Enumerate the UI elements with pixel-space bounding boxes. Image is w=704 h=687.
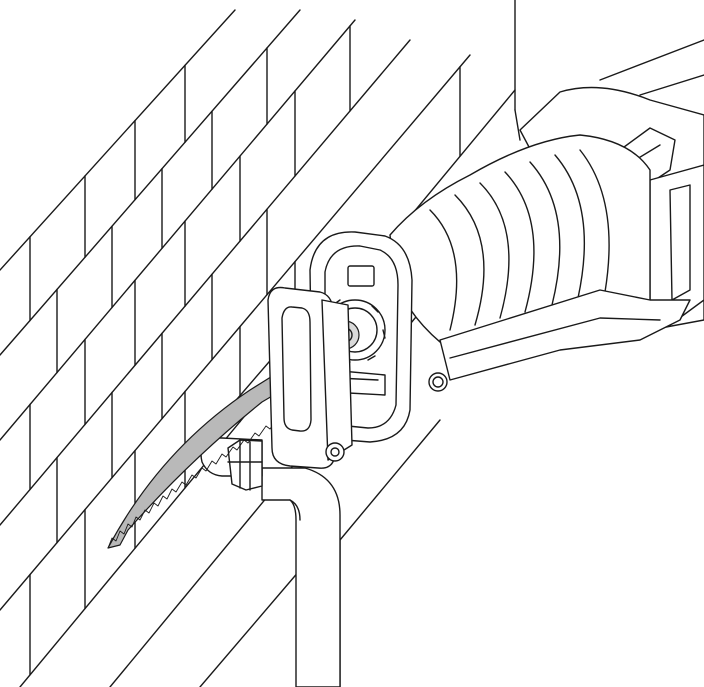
grip-ribs xyxy=(429,149,610,331)
pipe xyxy=(200,437,341,687)
pivot-shoe xyxy=(267,286,353,469)
lock-button xyxy=(428,372,448,392)
reciprocating-saw xyxy=(309,39,704,443)
